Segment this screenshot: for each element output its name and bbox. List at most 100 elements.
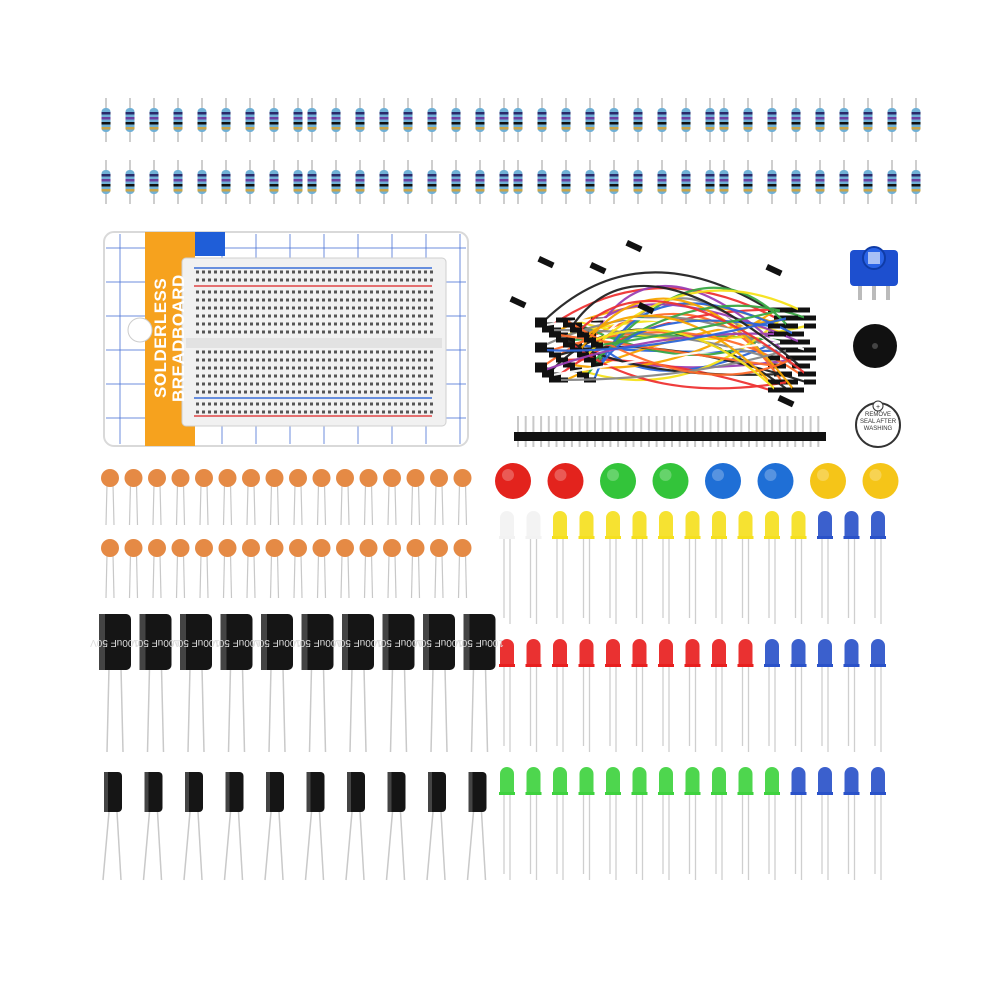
button-cap xyxy=(547,463,584,499)
hole xyxy=(214,358,217,362)
resistor xyxy=(355,98,365,142)
led xyxy=(817,511,833,624)
hole xyxy=(304,382,307,386)
hole xyxy=(394,322,397,326)
header-pin xyxy=(617,441,620,447)
hole xyxy=(238,366,241,370)
led xyxy=(817,767,833,880)
hole xyxy=(388,350,391,354)
hole xyxy=(322,350,325,354)
hole xyxy=(250,402,253,406)
hole xyxy=(412,374,415,378)
ceramic-capacitor xyxy=(383,469,401,526)
hole xyxy=(232,390,235,394)
hole xyxy=(274,366,277,370)
hole xyxy=(214,298,217,302)
hole xyxy=(238,278,241,282)
hole xyxy=(382,298,385,302)
hole xyxy=(214,306,217,310)
led xyxy=(764,639,780,752)
hole xyxy=(346,382,349,386)
hole xyxy=(352,358,355,362)
hole xyxy=(430,322,433,326)
hole xyxy=(238,270,241,274)
hole xyxy=(418,298,421,302)
hole xyxy=(232,278,235,282)
ceramic-capacitor xyxy=(195,539,213,599)
hole xyxy=(214,278,217,282)
hole xyxy=(412,306,415,310)
hole xyxy=(256,330,259,334)
header-pin xyxy=(724,416,727,432)
jumper-wire-end xyxy=(637,302,655,315)
hole xyxy=(244,382,247,386)
header-pin xyxy=(763,416,766,432)
hole xyxy=(394,390,397,394)
hole xyxy=(412,314,415,318)
hole xyxy=(382,350,385,354)
hole xyxy=(238,390,241,394)
led xyxy=(684,767,701,880)
hole xyxy=(406,366,409,370)
led xyxy=(737,511,754,624)
ceramic-capacitor xyxy=(101,539,119,599)
hole xyxy=(340,410,343,414)
hole xyxy=(328,290,331,294)
hole xyxy=(400,306,403,310)
hole xyxy=(418,306,421,310)
hole xyxy=(208,358,211,362)
hole xyxy=(286,358,289,362)
hole xyxy=(364,314,367,318)
hole xyxy=(328,382,331,386)
header-pin xyxy=(801,441,804,447)
header-pin xyxy=(701,416,704,432)
hole xyxy=(268,350,271,354)
hole xyxy=(232,350,235,354)
hole xyxy=(274,298,277,302)
hole xyxy=(304,298,307,302)
led-set xyxy=(499,511,886,880)
hole xyxy=(292,298,295,302)
hole xyxy=(388,410,391,414)
hole xyxy=(370,270,373,274)
header-pin xyxy=(517,416,519,432)
jumper-wire-end xyxy=(589,262,607,275)
hole xyxy=(298,270,301,274)
hole xyxy=(286,322,289,326)
resistor xyxy=(173,160,183,204)
header-pin xyxy=(563,441,566,447)
hole xyxy=(298,366,301,370)
hole xyxy=(388,298,391,302)
hole xyxy=(340,402,343,406)
hole xyxy=(328,330,331,334)
hole xyxy=(208,350,211,354)
hole xyxy=(292,350,295,354)
led xyxy=(605,511,621,624)
hole xyxy=(388,306,391,310)
hole xyxy=(328,278,331,282)
ceramic-capacitor xyxy=(383,539,401,599)
hole xyxy=(424,270,427,274)
hole xyxy=(262,306,265,310)
hole xyxy=(412,350,415,354)
led xyxy=(843,767,860,880)
hole xyxy=(214,390,217,394)
hole xyxy=(268,306,271,310)
hole xyxy=(364,366,367,370)
hole xyxy=(256,322,259,326)
hole xyxy=(298,278,301,282)
hole xyxy=(298,306,301,310)
header-pin xyxy=(771,441,774,447)
led xyxy=(870,767,886,880)
header-pin xyxy=(524,441,527,447)
led xyxy=(684,511,701,624)
label-line-1: SOLDERLESS xyxy=(151,277,170,399)
hole xyxy=(412,410,415,414)
hole xyxy=(226,402,229,406)
resistor xyxy=(609,98,619,142)
header-pin xyxy=(694,441,697,447)
led xyxy=(631,639,648,752)
capacitor-value-label: 100uF 50V xyxy=(454,636,504,648)
hole xyxy=(334,298,337,302)
hole xyxy=(430,410,433,414)
